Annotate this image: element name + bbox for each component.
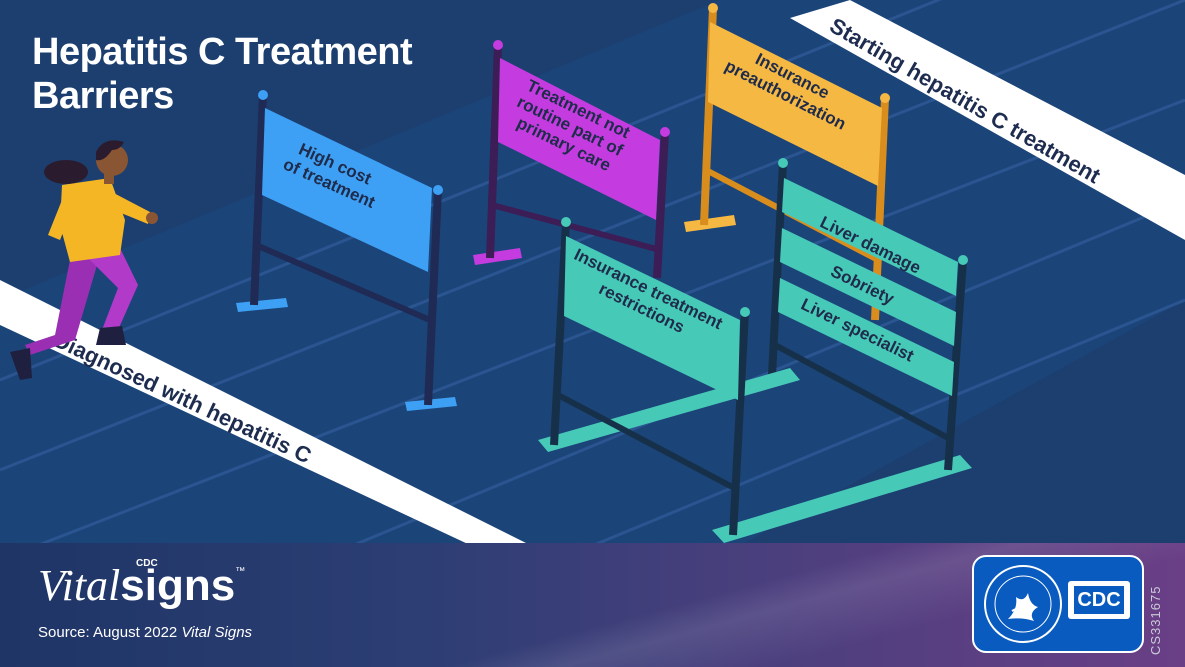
source-prefix: Source: August 2022 (38, 624, 182, 641)
document-code: CS331675 (1148, 585, 1163, 655)
vital-signs-vital: Vital (38, 561, 121, 610)
vital-signs-logo: CDC Vitalsigns™ (38, 558, 246, 620)
runner-figure (10, 140, 158, 380)
agency-badge: CDC (972, 555, 1144, 653)
title-line-1: Hepatitis C Treatment (32, 31, 413, 73)
hurdle-primary-care: Treatment not routine part of primary ca… (473, 40, 670, 279)
page-title: Hepatitis C Treatment Barriers (32, 30, 492, 118)
title-line-2: Barriers (32, 75, 174, 117)
start-line (0, 280, 530, 545)
source-italic: Vital Signs (181, 624, 253, 641)
vital-signs-cdc-mark: CDC (136, 558, 158, 569)
vital-signs-signs: signs (120, 561, 236, 610)
vital-signs-trademark: ™ (235, 566, 246, 577)
cdc-logo: CDC (1074, 586, 1124, 614)
hurdle-high-cost: High cost of treatment (236, 90, 457, 411)
hhs-seal-icon (984, 565, 1062, 643)
finish-line (790, 0, 1185, 240)
source-line: Source: August 2022 Vital Signs (38, 624, 252, 641)
